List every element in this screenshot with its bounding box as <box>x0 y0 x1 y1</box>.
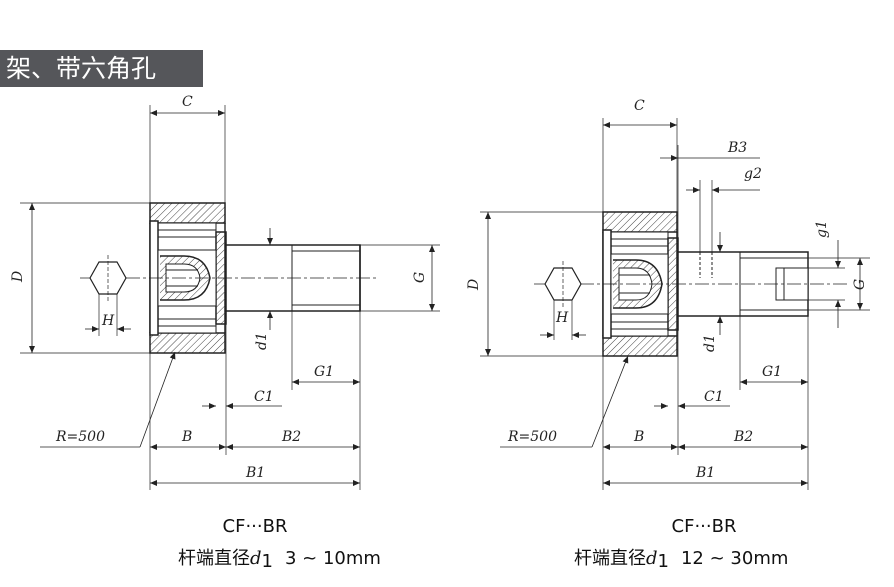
left-label-b1: B1 <box>245 465 265 481</box>
right-model-label: CF···BR <box>672 516 737 537</box>
right-label-b2: B2 <box>733 429 753 445</box>
right-spec-line: 杆端直径d1 12 ~ 30mm <box>574 548 788 572</box>
left-label-d: D <box>10 271 26 283</box>
right-label-d1: d1 <box>702 334 718 352</box>
right-label-r: R=500 <box>507 429 557 445</box>
right-caption: CF···BR 杆端直径d1 12 ~ 30mm <box>574 516 788 572</box>
right-label-c: C <box>634 98 645 114</box>
right-label-b3: B3 <box>727 140 747 156</box>
right-label-g2: g2 <box>744 166 762 182</box>
right-label-g1-small: g1 <box>814 220 830 238</box>
right-dimension-lines <box>485 122 863 486</box>
left-spec-range: 3 ~ 10mm <box>285 548 381 569</box>
right-label-c1: C1 <box>704 389 724 405</box>
right-spec-sub: 1 <box>658 551 669 572</box>
left-label-g1: G1 <box>314 364 334 380</box>
left-dimension-lines <box>29 110 435 486</box>
left-caption: CF···BR 杆端直径d1 3 ~ 10mm <box>178 516 381 572</box>
right-label-g1: G1 <box>762 364 782 380</box>
left-needles <box>157 222 217 334</box>
left-label-g: G <box>412 272 428 283</box>
left-label-h: H <box>101 313 115 329</box>
left-view-drawing: C D H d1 G G1 C1 R=500 B B2 B1 <box>10 94 440 490</box>
right-spec-symbol: d <box>646 548 658 569</box>
left-extension-lines <box>20 105 440 490</box>
left-label-d1: d1 <box>254 332 270 350</box>
section-title: 架、带六角孔 <box>6 54 157 83</box>
left-label-b2: B2 <box>281 429 301 445</box>
left-spec-sub: 1 <box>262 551 273 572</box>
right-label-b1: B1 <box>695 465 715 481</box>
left-model-label: CF···BR <box>223 516 288 537</box>
left-label-c: C <box>182 94 193 110</box>
section-title-band: 架、带六角孔 <box>0 50 203 87</box>
left-hex-symbol <box>89 255 127 301</box>
right-view-drawing: C B3 g2 g1 D H d1 G G1 C1 R=500 B B2 B1 <box>466 98 870 490</box>
right-label-d: D <box>466 279 482 291</box>
right-label-g: G <box>852 279 868 290</box>
left-spec-prefix: 杆端直径 <box>178 548 250 569</box>
right-hex-symbol <box>544 261 582 307</box>
left-spec-line: 杆端直径d1 3 ~ 10mm <box>178 548 381 572</box>
right-spec-prefix: 杆端直径 <box>574 548 646 569</box>
left-label-b: B <box>181 429 192 445</box>
left-spec-symbol: d <box>250 548 262 569</box>
left-label-c1: C1 <box>254 389 274 405</box>
left-label-r: R=500 <box>55 429 105 445</box>
right-label-h: H <box>555 310 569 326</box>
right-label-b: B <box>633 429 644 445</box>
right-spec-range: 12 ~ 30mm <box>681 548 788 569</box>
